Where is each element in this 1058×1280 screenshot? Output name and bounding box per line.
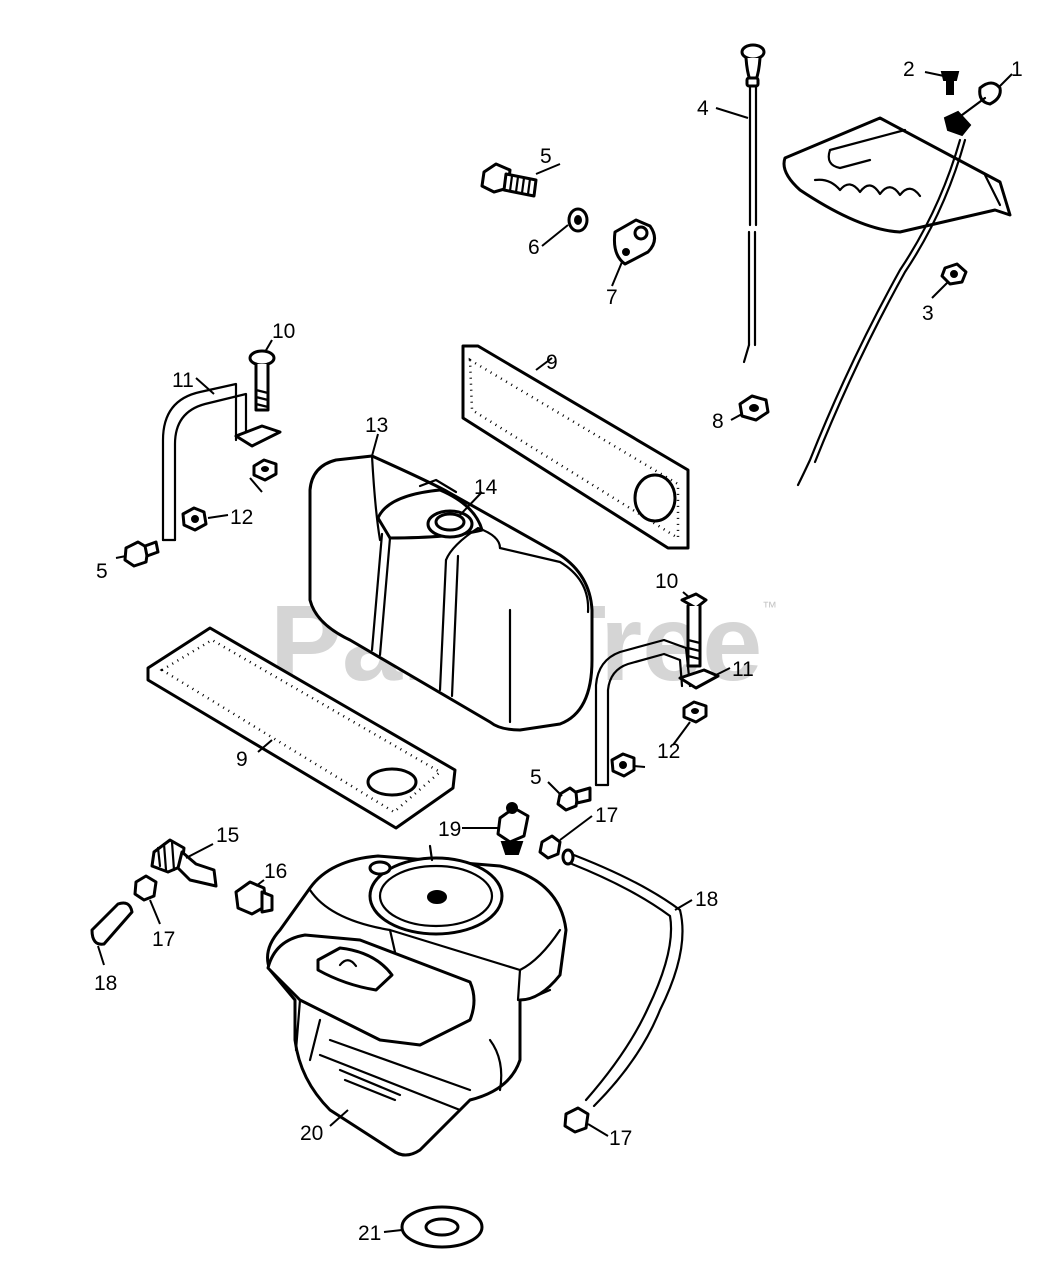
part-fitting-16[interactable] (234, 880, 274, 916)
part-nut-12-left-b[interactable] (181, 506, 208, 532)
callout-15: 15 (216, 824, 239, 847)
callout-5-left: 5 (96, 560, 108, 583)
watermark-trademark: ™ (762, 599, 777, 616)
part-clamp-17-b[interactable] (133, 874, 158, 902)
part-screw-2[interactable] (940, 71, 960, 95)
callout-17-c: 17 (609, 1127, 632, 1150)
callout-12-left: 12 (230, 506, 253, 529)
part-fuel-line-18-right[interactable] (561, 848, 684, 1108)
part-nut-8[interactable] (738, 394, 770, 422)
callout-9-bottom: 9 (236, 748, 248, 771)
part-nut-12-right-b[interactable] (610, 752, 636, 778)
leader-lines (97, 71, 1013, 1233)
callout-5-top: 5 (540, 145, 552, 168)
callout-2: 2 (903, 58, 915, 81)
callout-5-middle: 5 (530, 766, 542, 789)
callout-10-right: 10 (655, 570, 678, 593)
callout-6: 6 (528, 236, 540, 259)
part-valve-19[interactable] (496, 802, 530, 855)
callout-labels: 1 2 3 4 5 6 7 8 9 9 10 10 11 11 12 12 13… (94, 58, 1023, 1245)
callout-11-left: 11 (172, 369, 194, 392)
part-dipstick-4[interactable] (740, 43, 766, 364)
part-pad-9-bottom[interactable] (146, 626, 457, 830)
callout-11-right: 11 (732, 658, 754, 681)
part-bolt-5-top[interactable] (480, 162, 538, 198)
part-throttle-plate[interactable] (782, 81, 1012, 487)
callout-1: 1 (1011, 58, 1023, 81)
part-fuel-line-18-left[interactable] (90, 901, 134, 946)
part-fitting-15[interactable] (150, 838, 218, 888)
part-cap-14[interactable] (426, 509, 474, 539)
callout-18-right: 18 (695, 888, 718, 911)
callout-9-top: 9 (546, 351, 558, 374)
part-washer-21[interactable] (400, 1205, 484, 1249)
part-nut-12-right[interactable] (682, 700, 708, 724)
part-clamp-17-c[interactable] (563, 1106, 590, 1134)
callout-16: 16 (264, 860, 287, 883)
callout-3: 3 (922, 302, 934, 325)
part-bracket-11-right[interactable] (594, 638, 720, 787)
part-bracket-11-left[interactable] (161, 382, 282, 542)
callout-18-left: 18 (94, 972, 117, 995)
part-nut-3[interactable] (940, 262, 968, 286)
part-nut-12-left[interactable] (252, 458, 278, 482)
callout-4: 4 (697, 97, 709, 120)
part-clamp-17-a[interactable] (538, 834, 562, 860)
callout-17-b: 17 (152, 928, 175, 951)
part-screw-5-left[interactable] (123, 540, 160, 568)
callout-13: 13 (365, 414, 388, 437)
callout-20: 20 (300, 1122, 323, 1145)
part-bolt-10-left[interactable] (248, 349, 276, 412)
callout-17-a: 17 (595, 804, 618, 827)
callout-8: 8 (712, 410, 724, 433)
callout-10-left: 10 (272, 320, 295, 343)
part-clamp-7[interactable] (613, 218, 656, 266)
callout-7: 7 (606, 286, 618, 309)
callout-12-right: 12 (657, 740, 680, 763)
part-pad-9-top[interactable] (461, 344, 690, 550)
part-washer-6[interactable] (567, 207, 589, 233)
callout-19: 19 (438, 818, 461, 841)
callout-14: 14 (474, 476, 498, 499)
part-screw-5-middle[interactable] (556, 786, 592, 812)
part-engine-20[interactable] (266, 844, 568, 1157)
callout-21: 21 (358, 1222, 381, 1245)
